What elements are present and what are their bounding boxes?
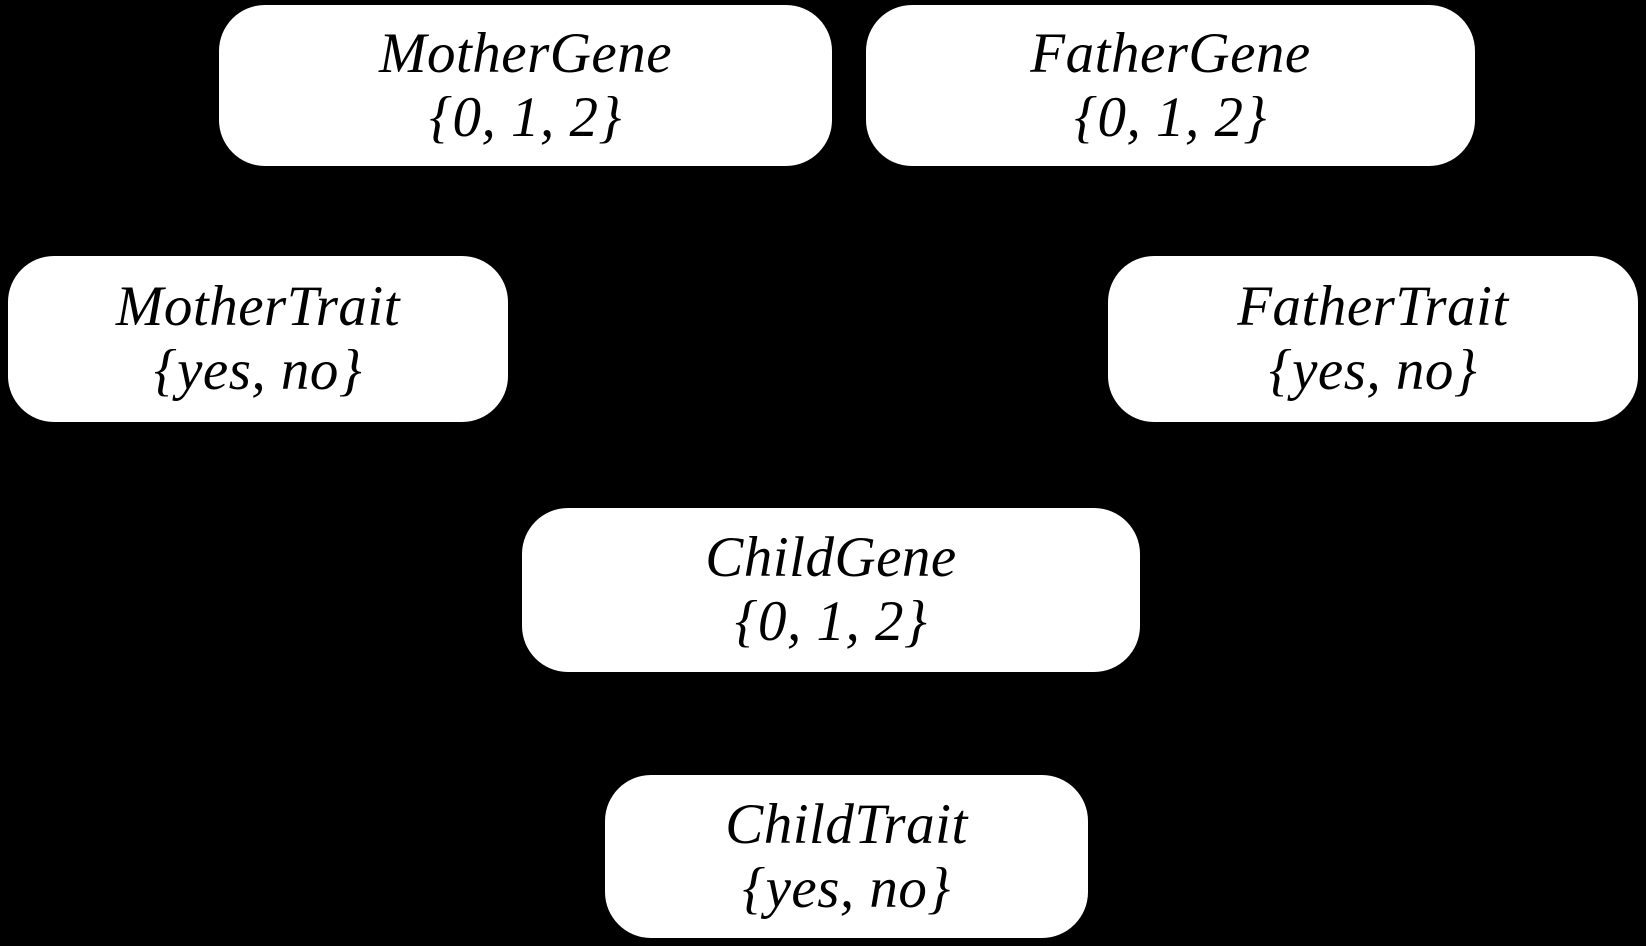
node-mother-gene[interactable]: MotherGene {0, 1, 2} <box>219 5 832 166</box>
node-child-gene-label: ChildGene <box>705 526 957 590</box>
node-child-gene-domain: {0, 1, 2} <box>734 590 928 653</box>
node-father-trait-domain: {yes, no} <box>1268 339 1478 402</box>
node-child-trait[interactable]: ChildTrait {yes, no} <box>605 775 1088 938</box>
node-mother-gene-label: MotherGene <box>378 21 673 85</box>
node-father-trait[interactable]: FatherTrait {yes, no} <box>1108 256 1638 422</box>
node-father-gene-label: FatherGene <box>1030 21 1311 85</box>
node-father-gene-domain: {0, 1, 2} <box>1074 85 1267 149</box>
node-father-gene[interactable]: FatherGene {0, 1, 2} <box>866 5 1475 166</box>
node-mother-trait-label: MotherTrait <box>115 275 401 339</box>
node-mother-trait-domain: {yes, no} <box>153 339 363 402</box>
node-child-gene[interactable]: ChildGene {0, 1, 2} <box>522 508 1140 672</box>
node-child-trait-label: ChildTrait <box>725 792 968 856</box>
node-child-trait-domain: {yes, no} <box>742 856 951 920</box>
node-mother-trait[interactable]: MotherTrait {yes, no} <box>8 256 508 422</box>
node-father-trait-label: FatherTrait <box>1237 275 1509 339</box>
node-mother-gene-domain: {0, 1, 2} <box>429 85 622 149</box>
